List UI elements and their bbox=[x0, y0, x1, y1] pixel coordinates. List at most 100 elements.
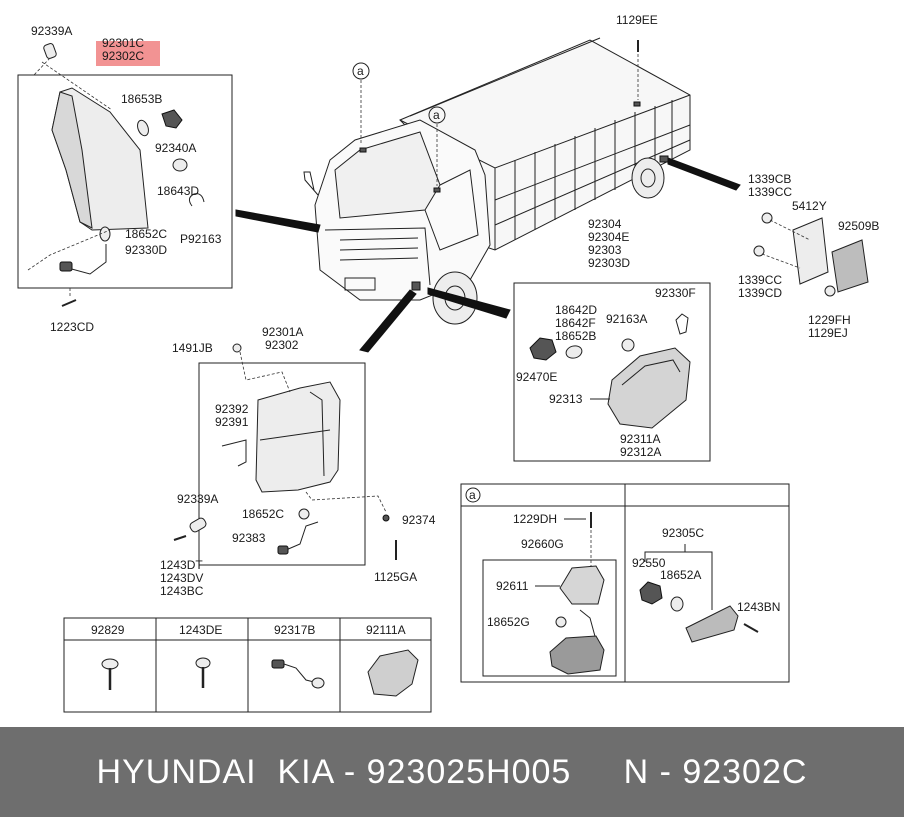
label-92304: 92304 bbox=[588, 217, 622, 231]
lens-92111A-icon bbox=[367, 649, 419, 697]
socket-92470E bbox=[529, 337, 557, 361]
washer-1339CC bbox=[753, 245, 765, 257]
label-1243BN: 1243BN bbox=[737, 600, 780, 614]
leader bbox=[305, 491, 387, 513]
bulb-18652G bbox=[555, 616, 567, 628]
callout-wedge-lower bbox=[359, 289, 417, 353]
circle-marker-a bbox=[428, 106, 446, 124]
bulb-18643D bbox=[172, 158, 188, 172]
label-a: a bbox=[433, 108, 440, 122]
wiring-92330D bbox=[67, 244, 107, 275]
group-box-side-lamp bbox=[513, 282, 711, 462]
label-92339A: 92339A bbox=[177, 492, 218, 506]
label-92311A: 92311A bbox=[620, 432, 660, 446]
label-92509B: 92509B bbox=[838, 219, 879, 233]
label-1223CD: 1223CD bbox=[50, 320, 94, 334]
bulb-18652A bbox=[670, 596, 684, 612]
label-92330D: 92330D bbox=[125, 243, 167, 257]
label-1339CD: 1339CD bbox=[738, 286, 782, 300]
label-18652G: 18652G bbox=[487, 615, 530, 629]
truck-illustration bbox=[303, 37, 691, 325]
label-18652C: 18652C bbox=[125, 227, 167, 241]
lamp-92305C bbox=[685, 605, 739, 643]
label-92303D: 92303D bbox=[588, 256, 630, 270]
nut-1339CB bbox=[761, 212, 773, 224]
lamp-housing-92301A bbox=[255, 381, 341, 493]
label-92302C: 92302C bbox=[102, 49, 144, 63]
lens-92311A bbox=[607, 347, 691, 429]
screw-1491JB bbox=[232, 343, 242, 353]
label-92339A: 92339A bbox=[31, 24, 72, 38]
circle-marker-a bbox=[352, 62, 370, 80]
label-92303: 92303 bbox=[588, 243, 622, 257]
table-header-1243DE: 1243DE bbox=[179, 623, 222, 637]
label-92391: 92391 bbox=[215, 415, 249, 429]
callout-wedge-marker bbox=[667, 157, 741, 191]
bushing-92163A bbox=[621, 338, 635, 352]
leader bbox=[33, 57, 51, 76]
circle-marker-a bbox=[465, 487, 481, 503]
base-92660G bbox=[549, 635, 605, 675]
label-92301A: 92301A bbox=[262, 325, 303, 339]
label-18653B: 18653B bbox=[121, 92, 162, 106]
label-18652A: 18652A bbox=[660, 568, 701, 582]
label-1339CB: 1339CB bbox=[748, 172, 791, 186]
lamp-lens-divider bbox=[259, 429, 331, 441]
label-a: a bbox=[357, 64, 364, 78]
wiring-92660G bbox=[579, 609, 597, 641]
label-92330F: 92330F bbox=[655, 286, 696, 300]
bolt-1229FH bbox=[824, 285, 836, 297]
label-18643D: 18643D bbox=[157, 184, 199, 198]
bracket-92305C bbox=[644, 551, 713, 610]
label-92383: 92383 bbox=[232, 531, 266, 545]
connector-92383 bbox=[277, 545, 289, 555]
screw-92829-icon bbox=[101, 658, 119, 690]
table-header-92829: 92829 bbox=[91, 623, 125, 637]
label-1229DH: 1229DH bbox=[513, 512, 557, 526]
bulb-18653B bbox=[137, 119, 149, 137]
label-1229FH: 1229FH bbox=[808, 313, 851, 327]
group-box-rear-lamp bbox=[17, 74, 233, 289]
bulb-18652C bbox=[298, 508, 310, 520]
label-1243DT: 1243DT bbox=[160, 558, 203, 572]
screw-1223CD bbox=[61, 299, 77, 307]
callout-wedge-rear-lamp bbox=[235, 209, 321, 233]
label-18642F: 18642F bbox=[555, 316, 596, 330]
label-a: a bbox=[469, 488, 476, 502]
label-1339CC: 1339CC bbox=[738, 273, 782, 287]
label-92312A: 92312A bbox=[620, 445, 661, 459]
group-box-corner-lamp bbox=[198, 362, 366, 566]
leader bbox=[769, 219, 811, 241]
clip-P92163 bbox=[188, 193, 205, 207]
screw-1243BN bbox=[743, 623, 759, 633]
label-P92163: P92163 bbox=[180, 232, 222, 246]
label-18652C: 18652C bbox=[242, 507, 284, 521]
lamp-lens bbox=[51, 91, 93, 229]
clip-92374 bbox=[382, 514, 390, 522]
bulb-18652C bbox=[99, 226, 111, 242]
screw-1243DE-icon bbox=[195, 657, 211, 688]
reflector-92509B bbox=[831, 239, 869, 293]
label-1339CC: 1339CC bbox=[748, 185, 792, 199]
grommet-92339A bbox=[43, 43, 57, 59]
lens-92311A-inner bbox=[621, 359, 681, 386]
bracket-92392 bbox=[221, 439, 247, 467]
leader bbox=[41, 61, 113, 111]
clip-92330F bbox=[675, 313, 689, 335]
lamp-lens-edge bbox=[309, 391, 325, 477]
table-header-92111A: 92111A bbox=[366, 623, 406, 637]
label-92304E: 92304E bbox=[588, 230, 629, 244]
parts-diagram: 92339A 92301C 92302C 18653B 92340A 18643… bbox=[17, 13, 879, 713]
label-1125GA: 1125GA bbox=[374, 570, 417, 584]
table-header-92317B: 92317B bbox=[274, 623, 315, 637]
label-92550: 92550 bbox=[632, 556, 666, 570]
leader bbox=[239, 351, 291, 393]
label-92313: 92313 bbox=[549, 392, 583, 406]
label-18652B: 18652B bbox=[555, 329, 596, 343]
socket-92550 bbox=[639, 581, 663, 605]
screw-1243DT bbox=[173, 535, 187, 541]
label-92340A: 92340A bbox=[155, 141, 196, 155]
label-92302: 92302 bbox=[265, 338, 299, 352]
label-92301C: 92301C bbox=[102, 36, 144, 50]
label-1491JB: 1491JB bbox=[172, 341, 213, 355]
